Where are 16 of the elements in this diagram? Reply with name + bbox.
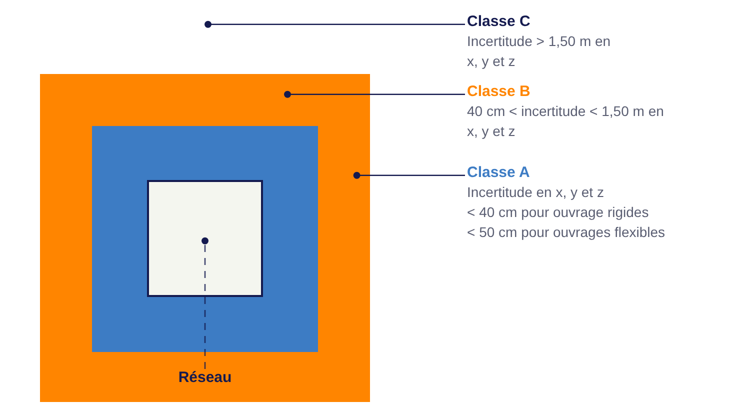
leader-line bbox=[284, 90, 465, 98]
middle-square bbox=[92, 126, 318, 352]
class-description: < 40 cm pour ouvrage rigides bbox=[467, 203, 649, 222]
class-description: < 50 cm pour ouvrages flexibles bbox=[467, 223, 666, 242]
class-heading: Classe C bbox=[467, 12, 530, 31]
leader-line bbox=[204, 20, 465, 28]
inner-square bbox=[147, 180, 263, 297]
class-description: Incertitude en x, y et z bbox=[467, 183, 604, 202]
leader-line bbox=[353, 172, 465, 179]
class-description: Incertitude > 1,50 m en x, y et z bbox=[467, 32, 612, 71]
class-heading: Classe B bbox=[467, 82, 530, 101]
class-description: 40 cm < incertitude < 1,50 m en x, y et z bbox=[467, 102, 665, 141]
leader-line bbox=[202, 237, 208, 369]
outer-square bbox=[40, 74, 370, 402]
network-label: Réseau bbox=[178, 368, 232, 387]
class-heading: Classe A bbox=[467, 163, 530, 182]
